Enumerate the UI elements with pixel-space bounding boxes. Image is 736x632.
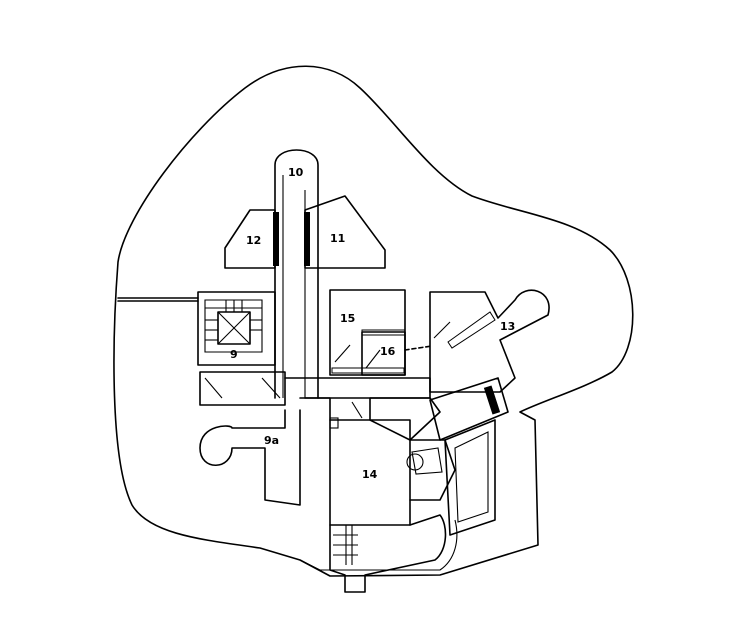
corridor-9a [199,409,301,506]
room-9 [197,291,276,366]
room-16-door [365,349,381,369]
room-14-top [304,397,331,421]
room-label-16: 16 [380,345,396,358]
lower-door-b [261,377,281,399]
room-12-hatch [273,212,279,266]
room-label-10: 10 [288,166,304,179]
room-label-15: 15 [340,312,355,325]
room-13-door [433,321,451,339]
cross-corridor [284,377,431,399]
room-16-hatch-bottom [331,367,405,374]
room-label-11: 11 [330,232,345,245]
room-13 [429,289,550,393]
exit-outer [299,519,458,571]
stair-block [204,299,263,353]
room-label-12: 12 [246,234,261,247]
room-15-door [334,344,351,363]
room-label-9: 9 [230,348,238,361]
gun-barrel [411,447,443,475]
room-14-right-block [369,397,441,441]
lower-door-a [204,377,223,399]
dashed-passage [404,345,433,351]
room-11-hatch [304,212,310,266]
stair-steps [205,300,262,341]
stair-cross-b [217,311,251,345]
room-9-lower [199,371,286,406]
room-16 [361,331,406,376]
embrasure [429,377,509,441]
embrasure-hatch [483,385,501,415]
room-16-hatch-top [361,329,406,336]
gun-position [409,439,456,501]
exit-passage [329,514,447,593]
room-14-post [329,417,339,429]
right-wing-inner [454,431,489,523]
room-14-door [351,401,363,419]
exit-steps [333,525,358,565]
room-label-13: 13 [500,320,515,333]
gun-mount [406,453,424,471]
corridor-10 [274,149,319,399]
outer-perimeter [113,65,634,577]
right-wing [444,419,496,536]
room-label-9a: 9a [264,434,279,447]
room-label-14: 14 [362,468,378,481]
room-12 [224,209,276,269]
room-13-stair [447,311,496,349]
